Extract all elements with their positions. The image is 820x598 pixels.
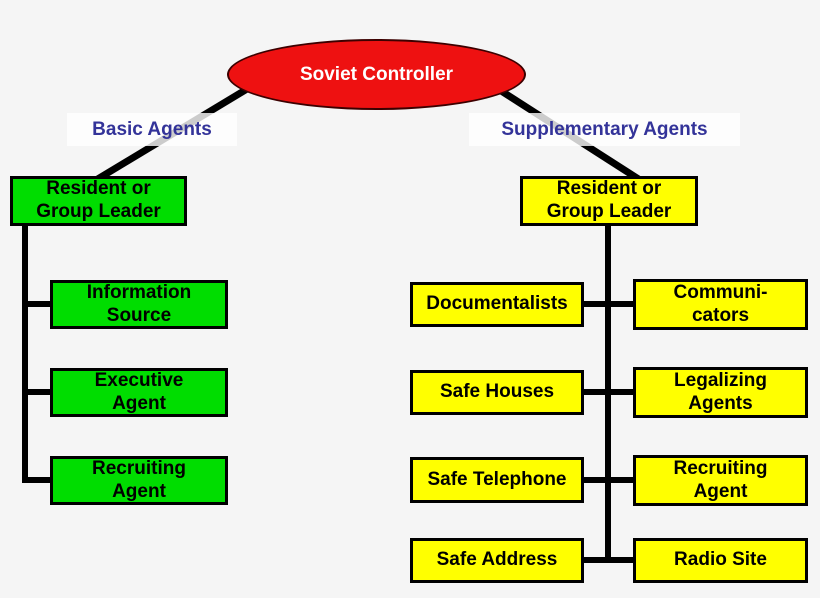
node-radio-site: Radio Site	[633, 538, 808, 583]
node-safe-address: Safe Address	[410, 538, 584, 583]
node-legalizing-agents: Legalizing Agents	[633, 367, 808, 418]
node-safe-telephone: Safe Telephone	[410, 457, 584, 503]
node-soviet-controller: Soviet Controller	[227, 39, 526, 110]
node-supplementary-resident-or-group-leader: Resident or Group Leader	[520, 176, 698, 226]
node-documentalists: Documentalists	[410, 282, 584, 327]
supplementary-agents-label: Supplementary Agents	[501, 118, 708, 140]
soviet-controller-label: Soviet Controller	[299, 63, 454, 85]
node-communicators: Communi- cators	[633, 279, 808, 330]
node-recruiting-agent-basic: Recruiting Agent	[50, 456, 228, 505]
node-basic-resident-or-group-leader: Resident or Group Leader	[10, 176, 187, 226]
node-recruiting-agent-supplementary: Recruiting Agent	[633, 455, 808, 506]
node-information-source: Information Source	[50, 280, 228, 329]
branch-heading-basic-agents: Basic Agents	[67, 113, 237, 146]
node-executive-agent: Executive Agent	[50, 368, 228, 417]
basic-agents-label: Basic Agents	[92, 118, 212, 140]
branch-heading-supplementary-agents: Supplementary Agents	[469, 113, 740, 146]
node-safe-houses: Safe Houses	[410, 370, 584, 415]
